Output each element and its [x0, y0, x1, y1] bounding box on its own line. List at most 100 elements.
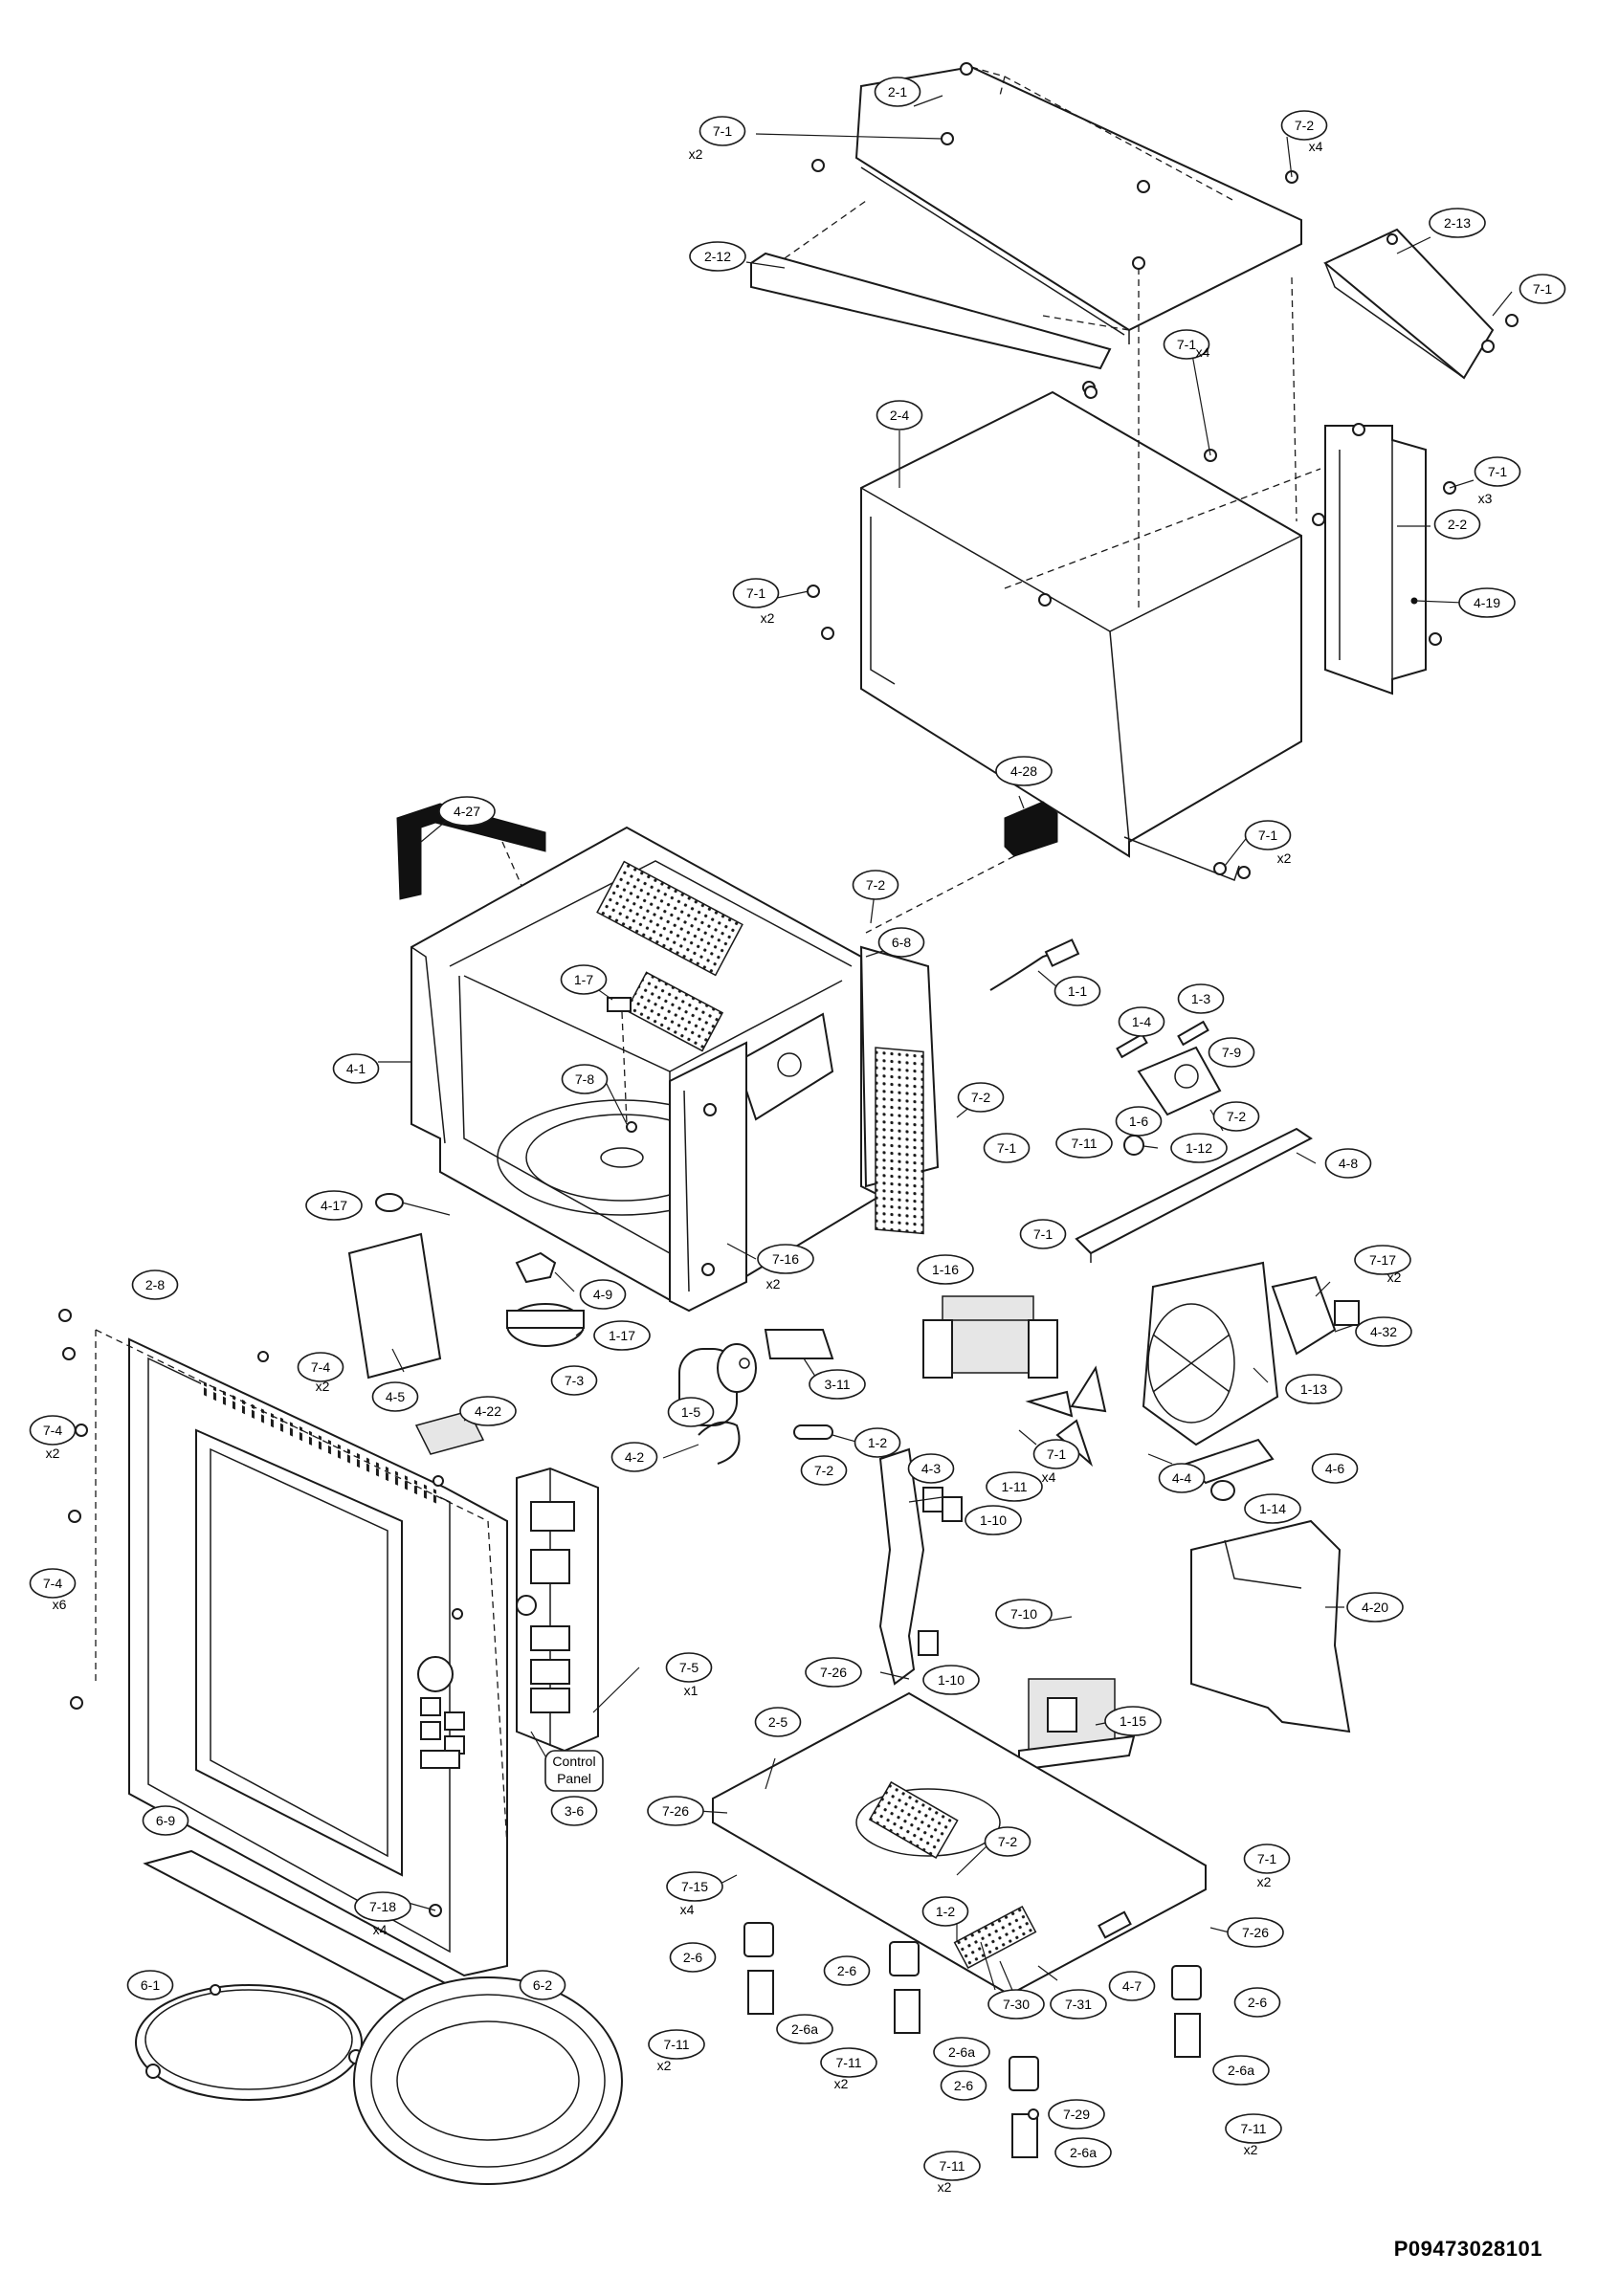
callout-2-1: 2-1: [874, 77, 921, 107]
callout-label: 6-2: [533, 1977, 552, 1993]
callout-label: 4-17: [321, 1198, 347, 1213]
diode-bracket-3-11: [764, 1329, 834, 1359]
fuse-1-3: [1177, 1020, 1209, 1047]
callout-7-3: 7-3: [550, 1365, 598, 1396]
callout-2-6: 2-6: [1233, 1987, 1281, 2018]
callout-label: 2-12: [704, 249, 731, 264]
callout-label: 7-4: [43, 1576, 62, 1591]
power-cord-1-1: [989, 951, 1058, 991]
callout-label: 7-5: [679, 1660, 699, 1675]
callout-label: 7-1: [1047, 1446, 1066, 1462]
outer-case-2-4: [860, 390, 1302, 858]
screw-group-top: [811, 62, 1519, 394]
pad-4-22: [414, 1410, 485, 1455]
callout-7-1: 7-1: [1519, 274, 1566, 304]
callout-7-1: 7-1x3: [1474, 456, 1521, 506]
callout-label: 1-1: [1068, 983, 1087, 999]
callout-6-2: 6-2: [519, 1970, 566, 2000]
door-knob: [417, 1656, 454, 1692]
callout-label: 7-1: [1258, 828, 1277, 843]
callout-1-11: 1-11: [986, 1471, 1043, 1502]
callout-4-6: 4-6: [1311, 1453, 1359, 1484]
callout-label: 7-8: [575, 1071, 594, 1087]
callout-label: 2-13: [1444, 215, 1471, 231]
callout-label: 7-11: [1072, 1136, 1098, 1151]
callout-label: 7-29: [1063, 2107, 1090, 2122]
door-group: [58, 1309, 508, 1977]
callout-7-4: 7-4x6: [29, 1568, 77, 1612]
callout-1-7: 1-7: [560, 964, 608, 995]
callout-label: 7-30: [1003, 1997, 1030, 2012]
callout-label: 6-1: [141, 1977, 160, 1993]
callout-7-1: 7-1x2: [1244, 820, 1292, 866]
callout-label: 1-2: [868, 1435, 887, 1450]
bottom-group: [135, 1691, 1207, 2185]
cover-4-5: [347, 1232, 442, 1380]
fuse-board-1-12: [1137, 1046, 1222, 1116]
callout-7-1: 7-1x2: [732, 578, 780, 626]
callout-label: 2-4: [890, 408, 909, 423]
callout-4-1: 4-1: [332, 1053, 380, 1084]
callout-3-6: 3-6: [550, 1796, 598, 1826]
air-guide-4-20: [1190, 1519, 1351, 1733]
callout-label: 7-2: [1295, 118, 1314, 133]
callout-1-13: 1-13: [1285, 1374, 1342, 1404]
callout-2-6: 2-6: [823, 1955, 871, 1986]
callout-7-1: 7-1x4: [1032, 1439, 1080, 1485]
callout-7-29: 7-29: [1048, 2099, 1105, 2130]
callout-label: 7-15: [681, 1879, 708, 1894]
thermal-cutout-1-7: [607, 997, 632, 1012]
callout-label: 2-6a: [791, 2021, 818, 2037]
callout-7-4: 7-4x2: [297, 1352, 344, 1394]
callout-4-8: 4-8: [1324, 1148, 1372, 1179]
callout-label: 7-1: [1033, 1226, 1053, 1242]
callout-label: 2-6: [954, 2078, 973, 2093]
callout-7-9: 7-9: [1208, 1037, 1255, 1068]
callout-3-11: 3-11: [809, 1369, 866, 1400]
callout-label: 1-13: [1300, 1381, 1327, 1397]
callout-label: 4-27: [454, 804, 480, 819]
callout-2-13: 2-13: [1429, 208, 1486, 238]
callout-quantity: x1: [684, 1683, 699, 1698]
callout-2-6a: 2-6a: [1054, 2137, 1112, 2168]
callout-1-5: 1-5: [667, 1397, 715, 1427]
callout-7-1: 7-1x2: [689, 116, 746, 162]
callout-label: 7-1: [1533, 281, 1552, 297]
top-vent-grill: [596, 860, 743, 977]
control-panel-label: Control Panel: [544, 1750, 604, 1792]
callout-label: 7-3: [565, 1373, 584, 1388]
callout-quantity: x2: [834, 2076, 849, 2091]
callout-7-26: 7-26: [805, 1657, 862, 1688]
callout-7-2: 7-2: [957, 1082, 1005, 1113]
callout-quantity: x2: [1387, 1269, 1402, 1285]
callout-label: 7-2: [971, 1090, 990, 1105]
callout-label: 1-6: [1129, 1114, 1148, 1129]
callout-label: 7-10: [1010, 1606, 1037, 1622]
callout-label: 4-28: [1010, 763, 1037, 779]
callout-label: 1-16: [932, 1262, 959, 1277]
callout-7-8: 7-8: [561, 1064, 609, 1094]
callout-7-30: 7-30: [987, 1989, 1045, 2020]
callout-label: 2-6a: [948, 2044, 975, 2060]
callout-label: 2-2: [1448, 517, 1467, 532]
waveguide: [735, 1012, 834, 1121]
callout-6-8: 6-8: [877, 927, 925, 958]
callout-4-32: 4-32: [1355, 1316, 1412, 1347]
clamp-4-2: [698, 1421, 741, 1465]
callout-label: 2-6a: [1070, 2145, 1097, 2160]
callout-4-4: 4-4: [1158, 1463, 1206, 1493]
callout-label: 7-1: [1488, 464, 1507, 479]
top-plate-2-1: [854, 65, 1302, 332]
callout-4-27: 4-27: [438, 796, 496, 827]
callout-4-2: 4-2: [610, 1442, 658, 1472]
callout-4-19: 4-19: [1458, 587, 1516, 618]
callout-label: 3-11: [825, 1377, 851, 1392]
callout-7-5: 7-5 x1: [665, 1652, 713, 1698]
callout-label: 2-1: [888, 84, 907, 99]
callout-label: 4-20: [1362, 1600, 1388, 1615]
callout-label: 7-1: [1177, 337, 1196, 352]
side-vent: [875, 1047, 924, 1235]
callout-label: 7-1: [746, 585, 765, 601]
